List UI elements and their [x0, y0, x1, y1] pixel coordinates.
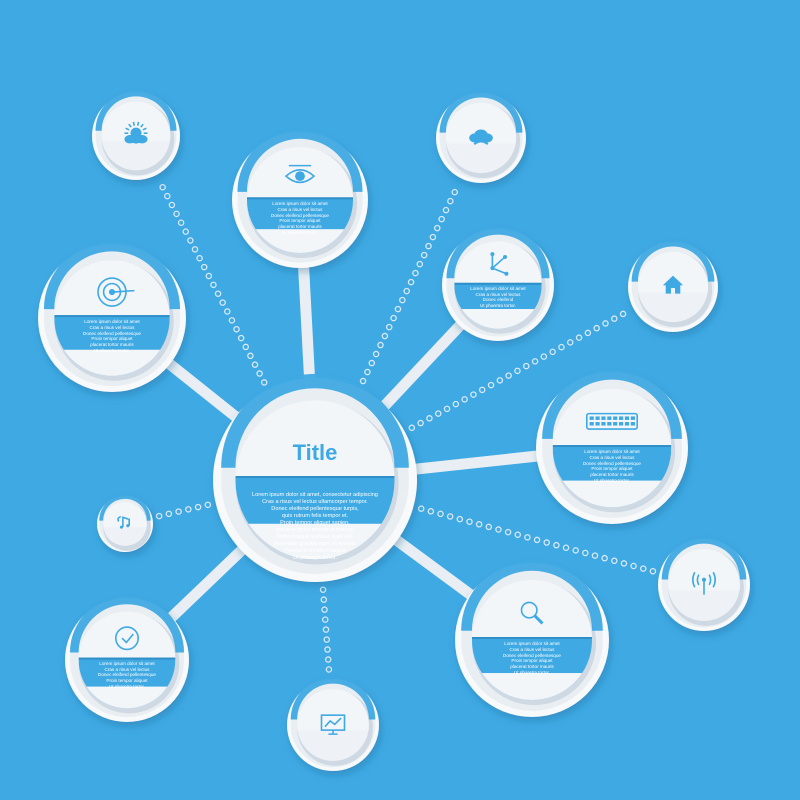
node-weather [92, 90, 180, 180]
clock-icon [115, 626, 140, 651]
node-text-line: placerat tortor mauris [278, 223, 322, 229]
center-body-line: Pellentesque sodales eget elit, [277, 533, 353, 540]
node-text-line: placerat tortor mauris [590, 472, 634, 478]
keyboard-icon [585, 412, 638, 430]
node-cloud [436, 91, 526, 183]
antenna-icon [691, 571, 717, 595]
node-text-line: Donec eleifend pellentesque [98, 672, 156, 678]
node-text-line: placerat tortor mauris [90, 342, 134, 348]
target-icon [97, 277, 135, 307]
node-text-line: Lorem ipsum dolor sit amet [504, 641, 560, 647]
center-body-line: quis rutrum felis tempor et. [281, 512, 349, 519]
cloud-icon [469, 129, 493, 145]
node-text-line: Proin tempor aliquet [591, 466, 633, 472]
node-text-line: Proin tempor aliquet [511, 658, 553, 664]
node-text-line: Cras a risus vel lectus [509, 646, 555, 652]
dotted-connector-music [155, 501, 212, 520]
sun-cloud-icon [124, 121, 148, 144]
dotted-connector-home [408, 310, 627, 432]
node-center [213, 373, 417, 582]
node-text-line: Proin tempor aliquet [279, 218, 321, 224]
dotted-connector-monitor [319, 586, 333, 673]
center-body-line: Ut pharetra tortor. [293, 554, 337, 561]
center-body-line: venenatis gravida eget sit massa. [273, 540, 357, 547]
dotted-connector-cloud [359, 188, 458, 385]
node-text-line: Donec eleifend pellentesque [83, 330, 141, 336]
share-icon [490, 252, 509, 276]
node-text-line: Ut pharetra tortor. [93, 347, 130, 353]
node-text-line: Donec eleifend pellentesque [503, 652, 561, 658]
node-text-line: Cras a risus vel lectus [589, 454, 635, 460]
node-eye [232, 129, 368, 268]
node-search [455, 559, 609, 717]
node-text-line: Cras a risus vel lectus [89, 324, 135, 330]
node-music [97, 494, 153, 552]
center-body-line: Proin tempor aliquet sapien. [280, 519, 350, 526]
dotted-connector-weather [159, 184, 268, 386]
node-text-line: Donec eleifend pellentesque [271, 212, 329, 218]
center-body-line: Lorem ipsum dolor sit amet, consectetur … [252, 492, 378, 498]
node-text-line: Cras a risus vel lectus [104, 666, 150, 672]
home-icon [662, 275, 684, 294]
node-text-line: placerat tortor mauris [510, 664, 554, 670]
node-clock [65, 595, 189, 722]
node-text-line: Cras a risus vel lectus [277, 206, 323, 212]
node-text-line: Ut pharetra tortor. [281, 229, 318, 235]
monitor-chart-icon [320, 714, 346, 735]
music-notes-icon [117, 515, 130, 529]
node-home [628, 240, 718, 332]
node-keyboard [536, 369, 688, 524]
center-body-line: Cras a risus vel lectus ullamcorper temp… [262, 498, 368, 505]
center-title: Title [292, 440, 338, 465]
eye-icon [284, 164, 316, 184]
node-text-line: Donec eleifend pellentesque [582, 460, 641, 466]
node-target [38, 241, 186, 392]
node-text-line: Proin tempor aliquet [106, 678, 148, 684]
node-text-line: Lorem ipsum dolor sit amet [84, 319, 140, 325]
node-text-line: Proin tempor aliquet [91, 336, 133, 342]
node-monitor [287, 677, 379, 771]
node-antenna [658, 537, 750, 631]
node-text-line: Cras a risus vel lectus [475, 291, 521, 297]
center-body-text: Lorem ipsum dolor sit amet, consectetur … [252, 492, 378, 562]
magnifier-icon [520, 601, 544, 625]
node-text-line: Ut pharetra tortor. [479, 303, 516, 309]
node-share [442, 226, 554, 341]
center-body-line: Donec eleifend pellentesque turpis, [271, 505, 359, 512]
node-text-line: Lorem ipsum dolor sit amet [470, 285, 526, 291]
node-text-line: Lorem ipsum dolor sit amet [99, 660, 155, 666]
node-text-line: Lorem ipsum dolor sit amet [272, 201, 328, 207]
node-text-line: Lorem ipsum dolor sit amet [584, 449, 640, 455]
node-text-line: Ut pharetra tortor. [513, 669, 550, 675]
node-text-line: Ut pharetra tortor. [108, 683, 145, 689]
nodes [38, 90, 750, 771]
dotted-connector-antenna [417, 505, 657, 575]
center-body-line: placerat tortor mauris ut massa. [275, 526, 355, 533]
center-body-line: Praesent tincidunt neque [284, 547, 346, 554]
node-text-line: Donec eleifend [482, 297, 514, 303]
node-text-line: Ut pharetra tortor. [593, 477, 630, 483]
